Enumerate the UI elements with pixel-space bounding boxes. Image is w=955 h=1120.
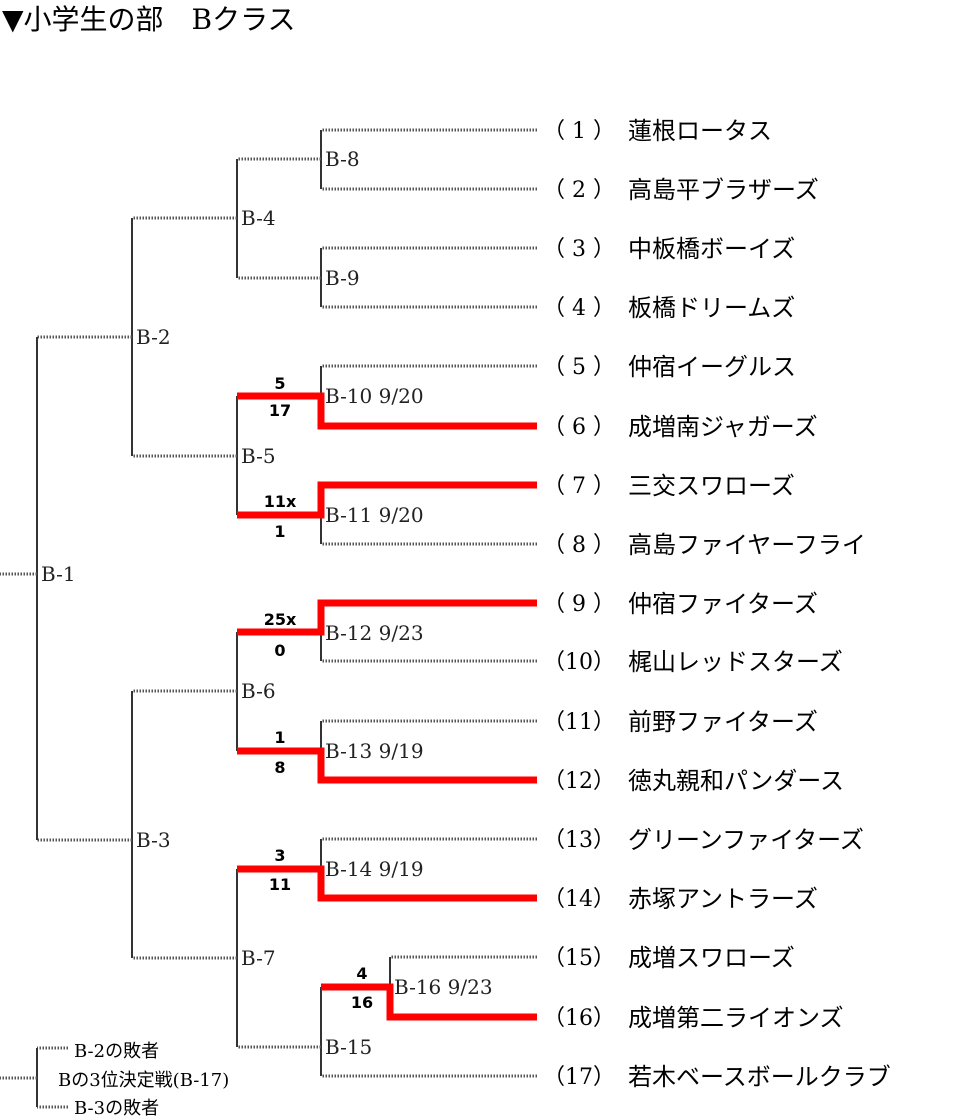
bracket-lines	[0, 128, 537, 1109]
team-name: 板橋ドリームズ	[628, 294, 795, 322]
team-name: 成増南ジャガーズ	[628, 413, 818, 441]
team-entry: （16） 成増第二ライオンズ	[543, 1004, 844, 1032]
match-label-b10: B-10 9/20	[325, 384, 424, 408]
team-entry: （13） グリーンファイターズ	[543, 826, 864, 854]
team-name: 中板橋ボーイズ	[628, 235, 795, 263]
winner-paths	[237, 392, 537, 1021]
team-entry: （ 9 ） 仲宿ファイターズ	[543, 590, 818, 618]
score-bottom-b11: 1	[274, 522, 285, 541]
team-seed: （12）	[543, 769, 615, 794]
team-entry: （ 1 ） 蓮根ロータス	[543, 117, 772, 145]
page-title: ▼小学生の部 Bクラス	[2, 3, 296, 36]
team-seed: （ 5 ）	[543, 355, 615, 380]
match-label-b5: B-5	[241, 444, 276, 468]
team-seed: （ 6 ）	[543, 415, 615, 440]
score-bottom-b12: 0	[274, 641, 285, 660]
team-name: 三交スワローズ	[628, 472, 795, 500]
team-seed: （13）	[543, 828, 615, 853]
score-top-b10: 5	[274, 374, 285, 393]
score-top-b16: 4	[356, 964, 367, 983]
match-label-b9: B-9	[325, 266, 360, 290]
third-place-loser-top: B-2の敗者	[74, 1041, 159, 1062]
team-list: （ 1 ） 蓮根ロータス （ 2 ） 高島平ブラザーズ （ 3 ） 中板橋ボーイ…	[543, 117, 891, 1091]
match-label-b14: B-14 9/19	[325, 857, 424, 881]
team-entry: （ 7 ） 三交スワローズ	[543, 472, 795, 500]
team-seed: （ 9 ）	[543, 592, 615, 617]
team-name: グリーンファイターズ	[628, 826, 864, 854]
team-name: 梶山レッドスターズ	[628, 648, 843, 676]
match-label-b12: B-12 9/23	[325, 621, 424, 645]
match-label-b7: B-7	[241, 946, 276, 970]
team-seed: （ 4 ）	[543, 296, 615, 321]
score-top-b13: 1	[274, 728, 285, 747]
winner-path-b16	[321, 983, 537, 1021]
team-seed: （10）	[543, 650, 615, 675]
match-scores: 5 17 11x 1 25x 0 1 8 3 11 4 16	[264, 374, 373, 1012]
third-place-title: Bの3位決定戦(B-17)	[58, 1070, 229, 1091]
match-label-b3: B-3	[136, 828, 171, 852]
team-name: 若木ベースボールクラブ	[628, 1063, 891, 1091]
match-labels: B-1 B-2 B-3 B-4 B-5 B-6 B-7 B-8 B-9 B-10…	[41, 147, 493, 1059]
team-name: 徳丸親和パンダース	[628, 767, 844, 795]
team-seed: （16）	[543, 1006, 615, 1031]
team-entry: （17） 若木ベースボールクラブ	[543, 1063, 891, 1091]
team-seed: （ 2 ）	[543, 178, 615, 203]
score-bottom-b16: 16	[351, 993, 373, 1012]
team-entry: （ 8 ） 高島ファイヤーフライ	[543, 531, 866, 559]
team-name: 高島平ブラザーズ	[628, 176, 819, 204]
score-top-b11: 11x	[264, 492, 297, 511]
match-label-b8: B-8	[325, 147, 360, 171]
match-label-b16: B-16 9/23	[394, 975, 493, 999]
team-entry: （ 6 ） 成増南ジャガーズ	[543, 413, 818, 441]
team-entry: （ 2 ） 高島平ブラザーズ	[543, 176, 819, 204]
match-label-b1: B-1	[41, 562, 76, 586]
match-label-b11: B-11 9/20	[325, 503, 424, 527]
team-entry: （11） 前野ファイターズ	[543, 708, 818, 736]
match-label-b6: B-6	[241, 679, 276, 703]
team-name: 成増スワローズ	[628, 944, 795, 972]
score-bottom-b13: 8	[274, 758, 285, 777]
score-bottom-b10: 17	[269, 401, 291, 420]
team-entry: （10） 梶山レッドスターズ	[543, 648, 843, 676]
third-place-playoff: B-2の敗者 Bの3位決定戦(B-17) B-3の敗者	[58, 1041, 229, 1119]
third-place-loser-bottom: B-3の敗者	[74, 1098, 159, 1119]
team-seed: （ 7 ）	[543, 474, 615, 499]
team-seed: （ 3 ）	[543, 237, 615, 262]
team-entry: （ 5 ） 仲宿イーグルス	[543, 353, 796, 381]
match-label-b15: B-15	[325, 1035, 372, 1059]
team-name: 仲宿イーグルス	[628, 353, 796, 381]
team-name: 成増第二ライオンズ	[628, 1004, 844, 1032]
winner-path-b10	[237, 392, 537, 430]
team-name: 仲宿ファイターズ	[628, 590, 818, 618]
score-top-b12: 25x	[264, 610, 297, 629]
winner-path-b14	[237, 865, 537, 902]
team-entry: （ 4 ） 板橋ドリームズ	[543, 294, 795, 322]
winner-path-b11	[237, 481, 537, 519]
team-seed: （15）	[543, 946, 615, 971]
team-name: 高島ファイヤーフライ	[628, 531, 866, 559]
winner-path-b12	[237, 599, 537, 636]
match-label-b4: B-4	[241, 206, 276, 230]
team-name: 蓮根ロータス	[628, 117, 772, 145]
team-seed: （11）	[543, 710, 615, 735]
score-top-b14: 3	[274, 846, 285, 865]
team-entry: （14） 赤塚アントラーズ	[543, 885, 818, 913]
team-entry: （12） 徳丸親和パンダース	[543, 767, 844, 795]
team-seed: （17）	[543, 1065, 615, 1090]
team-name: 前野ファイターズ	[628, 708, 818, 736]
team-name: 赤塚アントラーズ	[628, 885, 818, 913]
team-entry: （15） 成増スワローズ	[543, 944, 795, 972]
match-label-b13: B-13 9/19	[325, 739, 424, 763]
team-seed: （ 1 ）	[543, 119, 615, 144]
score-bottom-b14: 11	[269, 875, 291, 894]
match-label-b2: B-2	[136, 325, 171, 349]
winner-path-b13	[237, 747, 537, 784]
team-seed: （14）	[543, 887, 615, 912]
team-entry: （ 3 ） 中板橋ボーイズ	[543, 235, 795, 263]
team-seed: （ 8 ）	[543, 533, 615, 558]
